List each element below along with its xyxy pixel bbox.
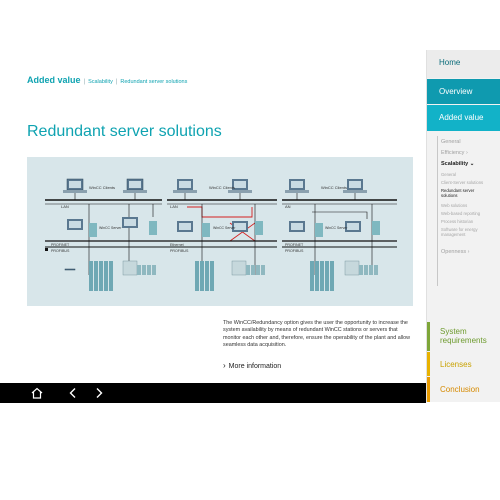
forward-button[interactable] (92, 386, 106, 400)
forward-arrow-icon (96, 388, 103, 398)
nav-added-value[interactable]: Added value (427, 105, 500, 131)
breadcrumb-item-current: Redundant server solutions (120, 79, 188, 85)
bus-b-label-2: PROFIBUS (170, 249, 189, 253)
bus-top-label-1: LAN (61, 204, 69, 209)
app-window: Added value|Scalability|Redundant server… (0, 50, 500, 402)
subnav-openness-label: Openness (441, 249, 467, 255)
subnav-process-historian[interactable]: Process historian (441, 219, 474, 224)
network-3: WinCC Clients AN WinCC Server PROFINET P… (282, 179, 397, 291)
nav-licenses[interactable]: Licenses (427, 352, 500, 376)
nav-overview[interactable]: Overview (427, 79, 500, 104)
bus-a-label-2: Ethernet (170, 243, 184, 247)
chevron-down-icon: ⌄ (469, 161, 475, 167)
server-label-3: WinCC Server (325, 226, 348, 230)
network-1: WinCC Clients LAN WinCC Server PROFINET … (45, 178, 167, 291)
bus-b-label-3: PROFIBUS (285, 249, 304, 253)
chevron-right-icon: › (467, 249, 470, 255)
subnav-scalability-label: Scalability (441, 161, 469, 167)
breadcrumb-section[interactable]: Added value (27, 75, 81, 85)
bus-a-label-1: PROFINET (51, 243, 70, 247)
breadcrumb-item-scalability[interactable]: Scalability (88, 79, 113, 85)
back-arrow-icon (69, 388, 76, 398)
subnav-redundant[interactable]: Redundant server solutions (441, 188, 475, 198)
chevron-right-icon: › (223, 361, 226, 370)
sidebar-nav: Home Overview Added value General Effici… (426, 50, 500, 402)
subnav-efficiency-label: Efficiency (441, 150, 465, 156)
home-icon (31, 387, 43, 399)
subnav-energy[interactable]: Software for energy management (441, 227, 478, 237)
subnav-scalability-general[interactable]: General (441, 172, 456, 177)
subnav-web[interactable]: Web solutions (441, 203, 468, 208)
page-title: Redundant server solutions (27, 123, 222, 140)
network-diagram-graphic: WinCC Clients LAN WinCC Server PROFINET … (45, 178, 397, 291)
bus-b-label-1: PROFIBUS (51, 249, 70, 253)
clients-label-3: WinCC Clients (321, 185, 347, 190)
server-label-2: WinCC Server (213, 226, 236, 230)
network-2: WinCC Clients LAN WinCC Server Ethernet … (167, 179, 277, 291)
breadcrumb-separator: | (83, 79, 86, 85)
subnav-openness[interactable]: Openness › (441, 249, 469, 255)
subnav-client-server[interactable]: Client-Server solutions (441, 180, 484, 185)
added-value-subnav: General Efficiency › Scalability ⌄ Gener… (437, 136, 500, 286)
clients-label-1: WinCC Clients (89, 185, 115, 190)
more-information-label: More information (228, 363, 282, 370)
more-information-link[interactable]: ›More information (223, 361, 281, 370)
back-button[interactable] (66, 386, 80, 400)
server-label-1: WinCC Server (99, 226, 122, 230)
bottom-toolbar (0, 383, 426, 403)
chevron-right-icon: › (465, 150, 468, 156)
nav-home[interactable]: Home (427, 50, 500, 78)
clients-label-2: WinCC Clients (209, 185, 235, 190)
home-button[interactable] (30, 386, 44, 400)
breadcrumb: Added value|Scalability|Redundant server… (27, 70, 187, 88)
subnav-web-reporting[interactable]: Web-based reporting (441, 211, 481, 216)
network-diagram: WinCC Clients LAN WinCC Server PROFINET … (27, 157, 413, 306)
nav-system-requirements[interactable]: System requirements (427, 322, 500, 351)
nav-conclusion[interactable]: Conclusion (427, 377, 500, 402)
breadcrumb-separator: | (115, 79, 118, 85)
subnav-general[interactable]: General (441, 139, 461, 145)
subnav-efficiency[interactable]: Efficiency › (441, 150, 468, 156)
description-text: The WinCC/Redundancy option gives the us… (223, 320, 410, 349)
bus-top-label-2: LAN (170, 204, 178, 209)
bus-a-label-3: PROFINET (285, 243, 304, 247)
subnav-scalability[interactable]: Scalability ⌄ (441, 161, 474, 167)
bus-top-label-3: AN (285, 204, 291, 209)
